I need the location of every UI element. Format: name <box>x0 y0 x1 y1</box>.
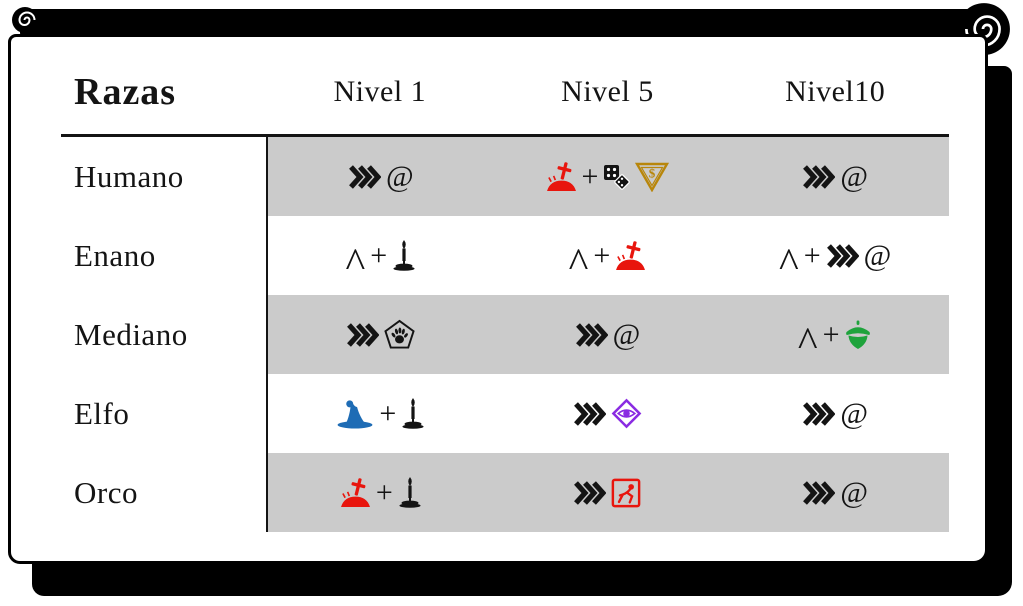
scroll-top-roll <box>20 9 982 38</box>
pentagon-hand-icon <box>384 319 416 350</box>
cell-orco-nivel-1: + <box>266 453 494 532</box>
svg-text:$: $ <box>649 165 656 180</box>
at-symbol: @ <box>840 159 868 193</box>
cell-humano-nivel-1: @ <box>266 137 494 216</box>
grave-sword-icon <box>615 240 646 271</box>
triple-chevron-icon <box>802 164 836 189</box>
plus-symbol: + <box>379 396 397 430</box>
triple-chevron-icon <box>802 401 836 426</box>
column-header-nivel-10: Nivel10 <box>721 49 949 137</box>
dice-icon <box>603 164 631 190</box>
at-symbol: @ <box>840 396 868 430</box>
triple-chevron-icon <box>575 322 608 347</box>
acorn-icon <box>844 320 872 350</box>
cell-mediano-nivel-1 <box>266 295 494 374</box>
at-symbol: @ <box>612 317 641 351</box>
column-header-nivel-5: Nivel 5 <box>493 49 722 137</box>
triple-chevron-icon <box>802 480 836 505</box>
plus-symbol: + <box>581 159 599 193</box>
slip-fall-icon <box>611 478 641 508</box>
cell-humano-nivel-5: +$ <box>493 137 722 216</box>
cell-humano-nivel-10: @ <box>721 137 949 216</box>
grave-sword-icon <box>546 161 577 192</box>
scroll-sheet: Razas Nivel 1 Nivel 5 Nivel10 Humano@+$@… <box>8 34 988 564</box>
cell-mediano-nivel-10: ^+ <box>721 295 949 374</box>
dollar-triangle-icon: $ <box>635 162 670 192</box>
at-symbol: @ <box>386 159 414 193</box>
plus-symbol: + <box>822 317 840 351</box>
race-label-enano: Enano <box>74 237 156 273</box>
triple-chevron-icon <box>346 322 380 347</box>
caret-symbol: ^ <box>797 319 818 366</box>
cell-enano-nivel-1: ^+ <box>266 216 494 295</box>
scroll-curl-left-icon <box>10 5 40 35</box>
cell-orco-nivel-10: @ <box>721 453 949 532</box>
at-symbol: @ <box>840 475 868 509</box>
cell-elfo-nivel-1: + <box>266 374 494 453</box>
triple-chevron-icon <box>826 243 859 268</box>
eye-diamond-icon <box>611 398 642 429</box>
candle-icon <box>398 476 422 509</box>
triple-chevron-icon <box>348 164 381 189</box>
column-header-nivel-1: Nivel 1 <box>266 49 494 137</box>
cell-mediano-nivel-5: @ <box>493 295 722 374</box>
caret-symbol: ^ <box>568 240 589 287</box>
candle-icon <box>392 239 416 272</box>
wizard-hat-icon <box>336 399 374 429</box>
cell-enano-nivel-5: ^+ <box>494 216 722 295</box>
triple-chevron-icon <box>573 401 606 426</box>
cell-enano-nivel-10: ^+ @ <box>721 216 949 295</box>
race-label-orco: Orco <box>74 474 138 510</box>
plus-symbol: + <box>593 238 611 272</box>
cell-orco-nivel-5 <box>493 453 722 532</box>
caret-symbol: ^ <box>345 240 366 287</box>
races-table: Razas Nivel 1 Nivel 5 Nivel10 Humano@+$@… <box>61 49 949 532</box>
grave-sword-icon <box>340 477 371 508</box>
cell-elfo-nivel-10: @ <box>721 374 949 453</box>
candle-icon <box>401 397 425 430</box>
plus-symbol: + <box>375 475 393 509</box>
table-title: Razas <box>61 49 266 137</box>
plus-symbol: + <box>803 238 821 272</box>
race-label-elfo: Elfo <box>74 395 130 431</box>
triple-chevron-icon <box>573 480 607 505</box>
race-label-humano: Humano <box>74 158 184 194</box>
at-symbol: @ <box>863 238 892 272</box>
cell-elfo-nivel-5 <box>494 374 722 453</box>
plus-symbol: + <box>370 238 388 272</box>
caret-symbol: ^ <box>779 240 799 287</box>
race-label-mediano: Mediano <box>74 316 188 352</box>
